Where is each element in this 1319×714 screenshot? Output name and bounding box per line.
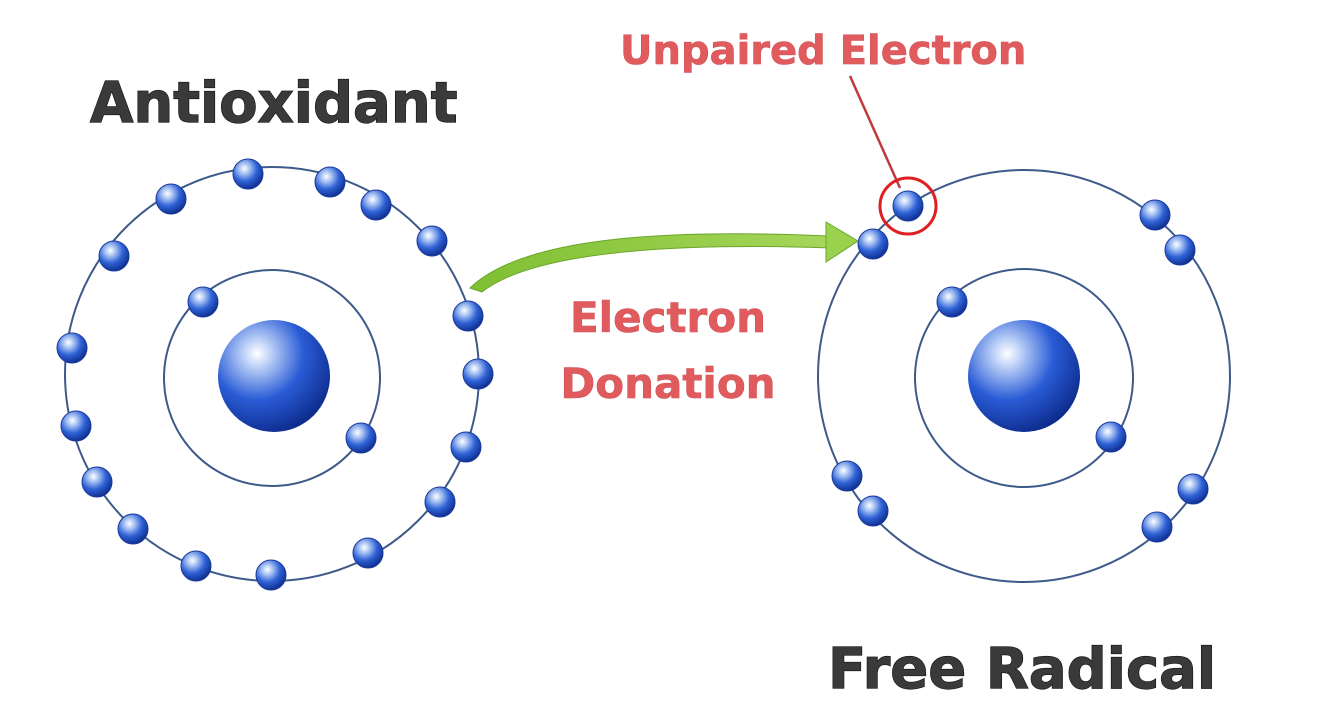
antioxidant-electron bbox=[56, 332, 88, 364]
electron-donation-label-line1: Electron bbox=[570, 293, 766, 342]
antioxidant-electron bbox=[60, 410, 92, 442]
antioxidant-electron bbox=[314, 166, 346, 198]
electron-donation-arrow bbox=[469, 221, 859, 293]
arrow-head bbox=[825, 221, 859, 263]
antioxidant-electron bbox=[155, 183, 187, 215]
free-radical-electron bbox=[857, 495, 889, 527]
antioxidant-electron bbox=[180, 550, 212, 582]
antioxidant-electron bbox=[255, 559, 287, 591]
free-radical-electron bbox=[1177, 473, 1209, 505]
antioxidant-electron bbox=[232, 158, 264, 190]
unpaired-electron bbox=[892, 190, 924, 222]
free-radical-electron bbox=[1164, 234, 1196, 266]
antioxidant-electron bbox=[117, 513, 149, 545]
free-radical-electron bbox=[1141, 511, 1173, 543]
antioxidant-atom bbox=[56, 158, 494, 591]
antioxidant-electron bbox=[360, 189, 392, 221]
free-radical-outer-orbit bbox=[817, 169, 1231, 583]
antioxidant-electron bbox=[424, 486, 456, 518]
free-radical-electron bbox=[1095, 421, 1127, 453]
antioxidant-electrons bbox=[56, 158, 494, 591]
free-radical-nucleus bbox=[968, 320, 1080, 432]
unpaired-electron-pointer bbox=[848, 75, 902, 189]
arrow-shaft bbox=[469, 233, 831, 293]
antioxidant-electron bbox=[345, 422, 377, 454]
free-radical-electron bbox=[1139, 199, 1171, 231]
unpaired-electron-label: Unpaired Electron bbox=[620, 28, 1026, 74]
antioxidant-inner-orbit bbox=[163, 269, 381, 487]
antioxidant-electron bbox=[462, 358, 494, 390]
antioxidant-electron bbox=[452, 300, 484, 332]
antioxidant-electron bbox=[81, 466, 113, 498]
free-radical-electrons bbox=[831, 190, 1209, 543]
antioxidant-nucleus bbox=[218, 320, 330, 432]
antioxidant-label: Antioxidant bbox=[90, 71, 457, 136]
antioxidant-electron bbox=[416, 225, 448, 257]
antioxidant-electron bbox=[450, 431, 482, 463]
unpaired-electron-ring bbox=[878, 176, 938, 236]
free-radical-electron bbox=[831, 460, 863, 492]
antioxidant-electron bbox=[352, 537, 384, 569]
free-radical-electron bbox=[857, 228, 889, 260]
free-radical-atom bbox=[817, 169, 1231, 583]
free-radical-label: Free Radical bbox=[828, 637, 1216, 702]
antioxidant-electron bbox=[187, 286, 219, 318]
free-radical-inner-orbit bbox=[914, 268, 1134, 488]
electron-donation-label-line2: Donation bbox=[560, 359, 775, 408]
antioxidant-electron bbox=[98, 240, 130, 272]
free-radical-electron bbox=[936, 286, 968, 318]
